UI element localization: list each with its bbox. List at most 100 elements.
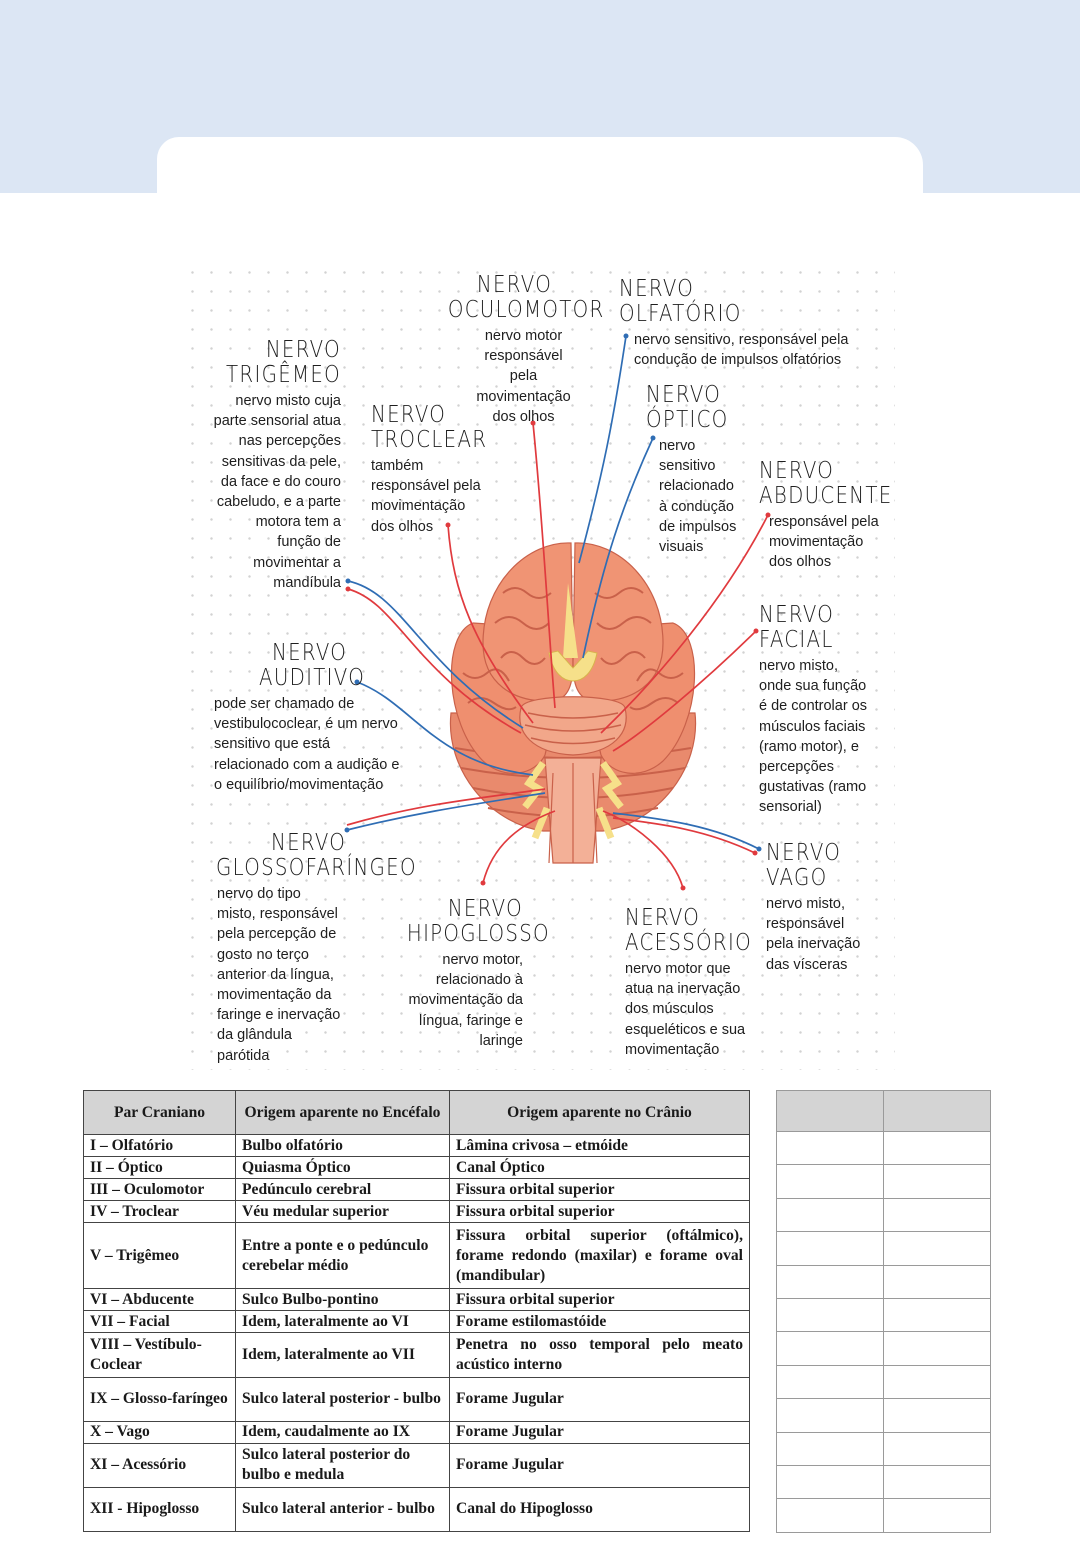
title: NERVO	[625, 905, 701, 931]
line: relacionado com a audição e	[214, 756, 400, 773]
blank-row	[776, 1164, 991, 1199]
blank-cell[interactable]	[883, 1164, 991, 1199]
blank-row	[776, 1231, 991, 1266]
title: NERVO	[766, 840, 842, 866]
line: parte sensorial atua	[213, 413, 341, 430]
blank-cell[interactable]	[883, 1331, 991, 1366]
line: movimentar a	[253, 554, 341, 571]
blank-cell[interactable]	[883, 1130, 991, 1166]
line: dos músculos	[625, 1001, 714, 1018]
line: movimentação	[371, 498, 466, 515]
table-cell: Idem, caudalmente ao IX	[235, 1420, 450, 1444]
description: nervo do tipo misto, responsável pela pe…	[217, 884, 416, 1066]
title: NERVO	[271, 830, 347, 856]
blank-cell[interactable]	[776, 1264, 884, 1300]
table-cell: XII - Hipoglosso	[83, 1486, 236, 1533]
line: nervo misto,	[759, 658, 838, 674]
blank-cell[interactable]	[776, 1298, 884, 1333]
blank-row	[776, 1331, 991, 1366]
line: gustativas (ramo	[759, 779, 867, 796]
blank-cell[interactable]	[883, 1197, 991, 1233]
blank-cell[interactable]	[776, 1231, 884, 1266]
nerve-acessorio: NERVO ACESSÓRIO nervo motor que atua na …	[625, 906, 765, 1060]
blank-row	[776, 1431, 991, 1467]
blank-cell[interactable]	[883, 1498, 991, 1533]
cranial-nerves-table: Par Craniano Origem aparente no Encéfalo…	[83, 1090, 750, 1533]
line: faringe e inervação	[217, 1007, 341, 1024]
table-cell: Forame estilomastóide	[449, 1310, 750, 1334]
title: OCULOMOTOR	[447, 297, 605, 323]
blank-cell[interactable]	[776, 1331, 884, 1366]
table-cell: Véu medular superior	[235, 1200, 450, 1224]
column-header: Par Craniano	[83, 1090, 236, 1135]
blank-cell[interactable]	[776, 1398, 884, 1433]
blank-cell[interactable]	[883, 1298, 991, 1333]
title: TROCLEAR	[371, 427, 488, 453]
table-cell: Fissura orbital superior	[449, 1200, 750, 1224]
blank-row	[776, 1197, 991, 1233]
title: NERVO	[759, 602, 835, 628]
nerve-abducente: NERVO ABDUCENTE responsável pela movimen…	[759, 459, 895, 573]
blank-cell[interactable]	[776, 1130, 884, 1166]
table-cell: VI – Abducente	[83, 1288, 236, 1312]
line: dos olhos	[371, 518, 434, 535]
table-cell: IV – Troclear	[83, 1200, 236, 1224]
table-cell: Sulco lateral anterior - bulbo	[235, 1486, 450, 1533]
blank-cell[interactable]	[883, 1231, 991, 1266]
blank-cell[interactable]	[883, 1398, 991, 1433]
line: nervo	[659, 438, 696, 454]
title: ÓPTICO	[646, 407, 729, 433]
nerve-vago: NERVO VAGO nervo misto, responsável pela…	[766, 841, 891, 975]
blank-cell[interactable]	[776, 1197, 884, 1233]
table-cell: XI – Acessório	[83, 1442, 236, 1488]
nerve-trigemeo: NERVO TRIGÊMEO nervo misto cuja parte se…	[183, 338, 341, 593]
line: pela inervação	[766, 936, 861, 953]
line: responsável pela	[371, 478, 481, 495]
blank-cell[interactable]	[883, 1364, 991, 1400]
title: FACIAL	[759, 627, 834, 653]
title: VAGO	[766, 865, 828, 891]
blank-cell[interactable]	[776, 1364, 884, 1400]
title: ACESSÓRIO	[625, 930, 752, 956]
title: NERVO	[371, 402, 447, 428]
title: NERVO	[272, 640, 348, 666]
blank-cell[interactable]	[776, 1498, 884, 1533]
table-cell: III – Oculomotor	[83, 1178, 236, 1202]
blank-cell[interactable]	[776, 1164, 884, 1199]
nerve-hipoglosso: NERVO HIPOGLOSSO nervo motor, relacionad…	[388, 896, 549, 1051]
blank-row	[776, 1364, 991, 1400]
line: nervo motor,	[442, 952, 523, 968]
line: pela percepção de	[217, 926, 337, 943]
table-cell: Fissura orbital superior (oftálmico), fo…	[449, 1222, 750, 1290]
line: responsável pela	[769, 514, 879, 530]
blank-row	[776, 1264, 991, 1300]
blank-row	[776, 1398, 991, 1433]
line: nervo motor que	[625, 961, 731, 977]
line: atua na inervação	[625, 981, 741, 998]
blank-cell[interactable]	[776, 1431, 884, 1467]
line: o equilíbrio/movimentação	[214, 776, 384, 793]
blank-cell[interactable]	[883, 1465, 991, 1500]
line: de impulsos	[659, 518, 737, 535]
column-header: Origem aparente no Encéfalo	[235, 1090, 450, 1135]
blank-cell[interactable]	[883, 1431, 991, 1467]
line: nervo misto cuja	[235, 393, 341, 409]
description: nervo misto, responsável pela inervação …	[766, 894, 891, 975]
table-cell: Canal do Hipoglosso	[449, 1486, 750, 1533]
blank-row	[776, 1465, 991, 1500]
blank-cell[interactable]	[776, 1465, 884, 1500]
line: percepções	[759, 759, 834, 776]
description: nervo motor, relacionado à movimentação …	[388, 950, 523, 1051]
line: misto, responsável	[217, 906, 338, 923]
line: das vísceras	[766, 956, 848, 973]
title: NERVO	[447, 896, 523, 922]
line: motora tem a	[255, 514, 341, 531]
description: também responsável pela movimentação dos…	[371, 456, 506, 537]
blank-cell[interactable]	[883, 1264, 991, 1300]
table-cell: Bulbo olfatório	[235, 1133, 450, 1158]
line: relacionado à	[435, 972, 523, 989]
